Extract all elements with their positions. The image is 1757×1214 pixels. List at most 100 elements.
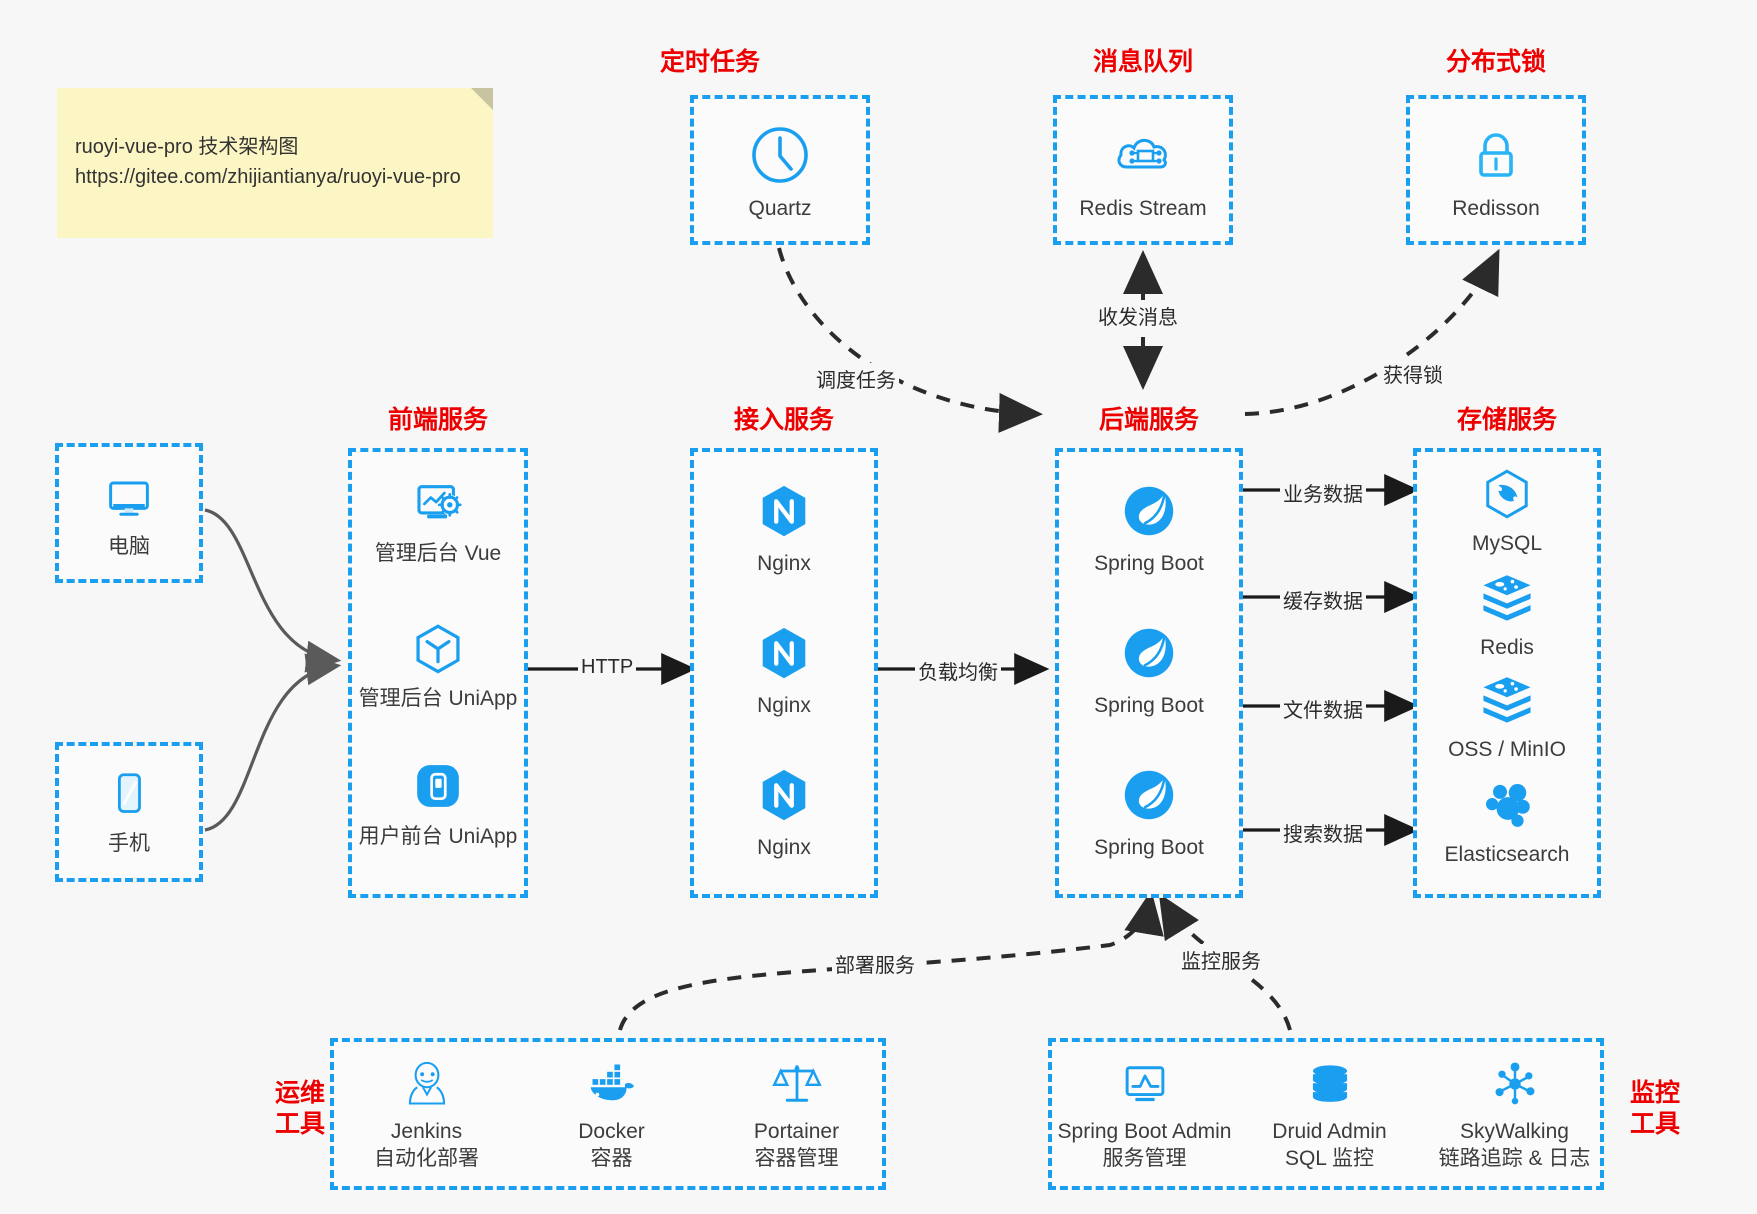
node-elasticsearch[interactable]: Elasticsearch [1417,777,1597,868]
node-label: OSS / MinIO [1448,738,1566,761]
node-label: Redisson [1452,197,1540,220]
node-portainer[interactable]: Portainer 容器管理 [704,1058,889,1174]
node-sublabel: 链路追踪 & 日志 [1438,1147,1591,1171]
nginx-icon [762,769,806,821]
spring-leaf-icon [1124,770,1174,820]
group-title-storage: 存储服务 [1456,406,1557,434]
node-skywalking[interactable]: SkyWalking 链路追踪 & 日志 [1422,1058,1607,1174]
group-title-monitoring-line2: 工具 [1629,1110,1680,1139]
rounded-mobile-icon [417,765,459,807]
nginx-icon [762,627,806,679]
group-title-scheduler: 定时任务 [659,48,760,76]
desktop-monitor-icon [109,481,149,516]
edge-label-business-data: 业务数据 [1280,477,1366,508]
node-sublabel: 容器管理 [754,1147,839,1171]
group-storage: MySQL Redis [1413,448,1601,898]
group-title-frontend: 前端服务 [387,406,488,434]
node-label: 电脑 [108,535,150,558]
node-spring-boot-admin[interactable]: Spring Boot Admin 服务管理 [1052,1058,1237,1174]
redis-stack-icon [1483,677,1531,723]
node-label: 手机 [108,832,150,855]
node-quartz[interactable]: Quartz [694,123,866,222]
edge-label-schedule-task: 调度任务 [813,363,899,394]
cloud-stream-icon [1117,138,1167,169]
node-admin-vue[interactable]: 管理后台 Vue [352,474,524,567]
group-devops: Jenkins 自动化部署 Docker 容器 [330,1038,886,1190]
node-docker[interactable]: Docker 容器 [519,1058,704,1174]
group-title-devops: 运维 工具 [258,1078,342,1141]
group-title-backend: 后端服务 [1098,406,1199,434]
group-mq: Redis Stream [1053,95,1233,245]
node-label: Nginx [757,552,811,575]
node-label: 用户前台 UniApp [358,825,518,848]
node-spring-boot-2[interactable]: Spring Boot [1059,622,1239,719]
node-nginx-3[interactable]: Nginx [694,764,874,861]
node-redisson[interactable]: Redisson [1410,123,1582,222]
hexagon-uniapp-icon [416,624,460,674]
node-label: Redis Stream [1079,197,1207,220]
database-cylinder-icon [1312,1065,1347,1102]
edge-label-send-receive-message: 收发消息 [1095,300,1181,331]
node-label: Spring Boot Admin [1057,1120,1232,1143]
monitor-chart-icon [1125,1066,1164,1102]
node-label: Spring Boot [1094,552,1204,575]
node-sublabel: 服务管理 [1102,1147,1187,1171]
node-label: Portainer [753,1120,840,1143]
clock-icon [752,127,808,183]
node-spring-boot-3[interactable]: Spring Boot [1059,764,1239,861]
docker-whale-icon [590,1064,634,1101]
group-monitoring: Spring Boot Admin 服务管理 Druid Admin SQL 监… [1048,1038,1604,1190]
node-label: Druid Admin [1272,1120,1387,1143]
node-oss-minio[interactable]: OSS / MinIO [1417,670,1597,763]
node-nginx-1[interactable]: Nginx [694,480,874,577]
spring-leaf-icon [1124,486,1174,536]
edge-label-search-data: 搜索数据 [1280,817,1366,848]
node-redis[interactable]: Redis [1417,568,1597,661]
node-sublabel: 容器 [590,1147,633,1171]
node-label: Docker [578,1120,645,1143]
node-label: Quartz [748,197,812,220]
node-label: Elasticsearch [1444,843,1570,866]
network-nodes-icon [1495,1062,1534,1105]
node-label: Nginx [757,836,811,859]
group-frontend: 管理后台 Vue 管理后台 UniApp 用户前台 UniApp [348,448,528,898]
node-redis-stream[interactable]: Redis Stream [1057,123,1229,222]
node-spring-boot-1[interactable]: Spring Boot [1059,480,1239,577]
elasticsearch-cluster-icon [1486,784,1530,827]
node-label: SkyWalking [1460,1120,1569,1143]
edge-label-acquire-lock: 获得锁 [1380,358,1446,389]
group-client-desktop: 电脑 [55,443,203,583]
node-label: Spring Boot [1094,836,1204,859]
padlock-icon [1479,133,1513,177]
diagram-note: ruoyi-vue-pro 技术架构图 https://gitee.com/zh… [57,88,493,238]
node-sublabel: 自动化部署 [374,1147,479,1171]
edge-label-file-data: 文件数据 [1280,693,1366,724]
node-user-uniapp[interactable]: 用户前台 UniApp [352,757,524,850]
jenkins-butler-icon [408,1061,445,1105]
node-mysql[interactable]: MySQL [1417,466,1597,557]
node-sublabel: SQL 监控 [1284,1147,1375,1171]
group-title-lock: 分布式锁 [1445,48,1546,76]
node-label: Redis [1480,636,1534,659]
group-scheduler: Quartz [690,95,870,245]
node-nginx-2[interactable]: Nginx [694,622,874,719]
node-label: Spring Boot [1094,694,1204,717]
group-backend: Spring Boot Spring Boot Spring Boot [1055,448,1243,898]
node-desktop[interactable]: 电脑 [59,469,199,560]
edge-label-monitor-service: 监控服务 [1178,944,1264,975]
spring-leaf-icon [1124,628,1174,678]
mobile-phone-icon [117,773,141,813]
node-mobile[interactable]: 手机 [59,766,199,857]
edge-label-load-balance: 负载均衡 [915,655,1001,686]
scales-balance-icon [771,1065,822,1102]
node-admin-uniapp[interactable]: 管理后台 UniApp [352,619,524,712]
edge-label-deploy-service: 部署服务 [832,948,918,979]
node-label: MySQL [1471,532,1542,555]
mysql-dolphin-icon [1486,469,1528,519]
node-jenkins[interactable]: Jenkins 自动化部署 [334,1058,519,1174]
node-druid-admin[interactable]: Druid Admin SQL 监控 [1237,1058,1422,1174]
group-title-monitoring-line1: 监控 [1629,1079,1680,1107]
node-label: 管理后台 Vue [374,542,502,565]
note-text: ruoyi-vue-pro 技术架构图 https://gitee.com/zh… [75,136,461,188]
